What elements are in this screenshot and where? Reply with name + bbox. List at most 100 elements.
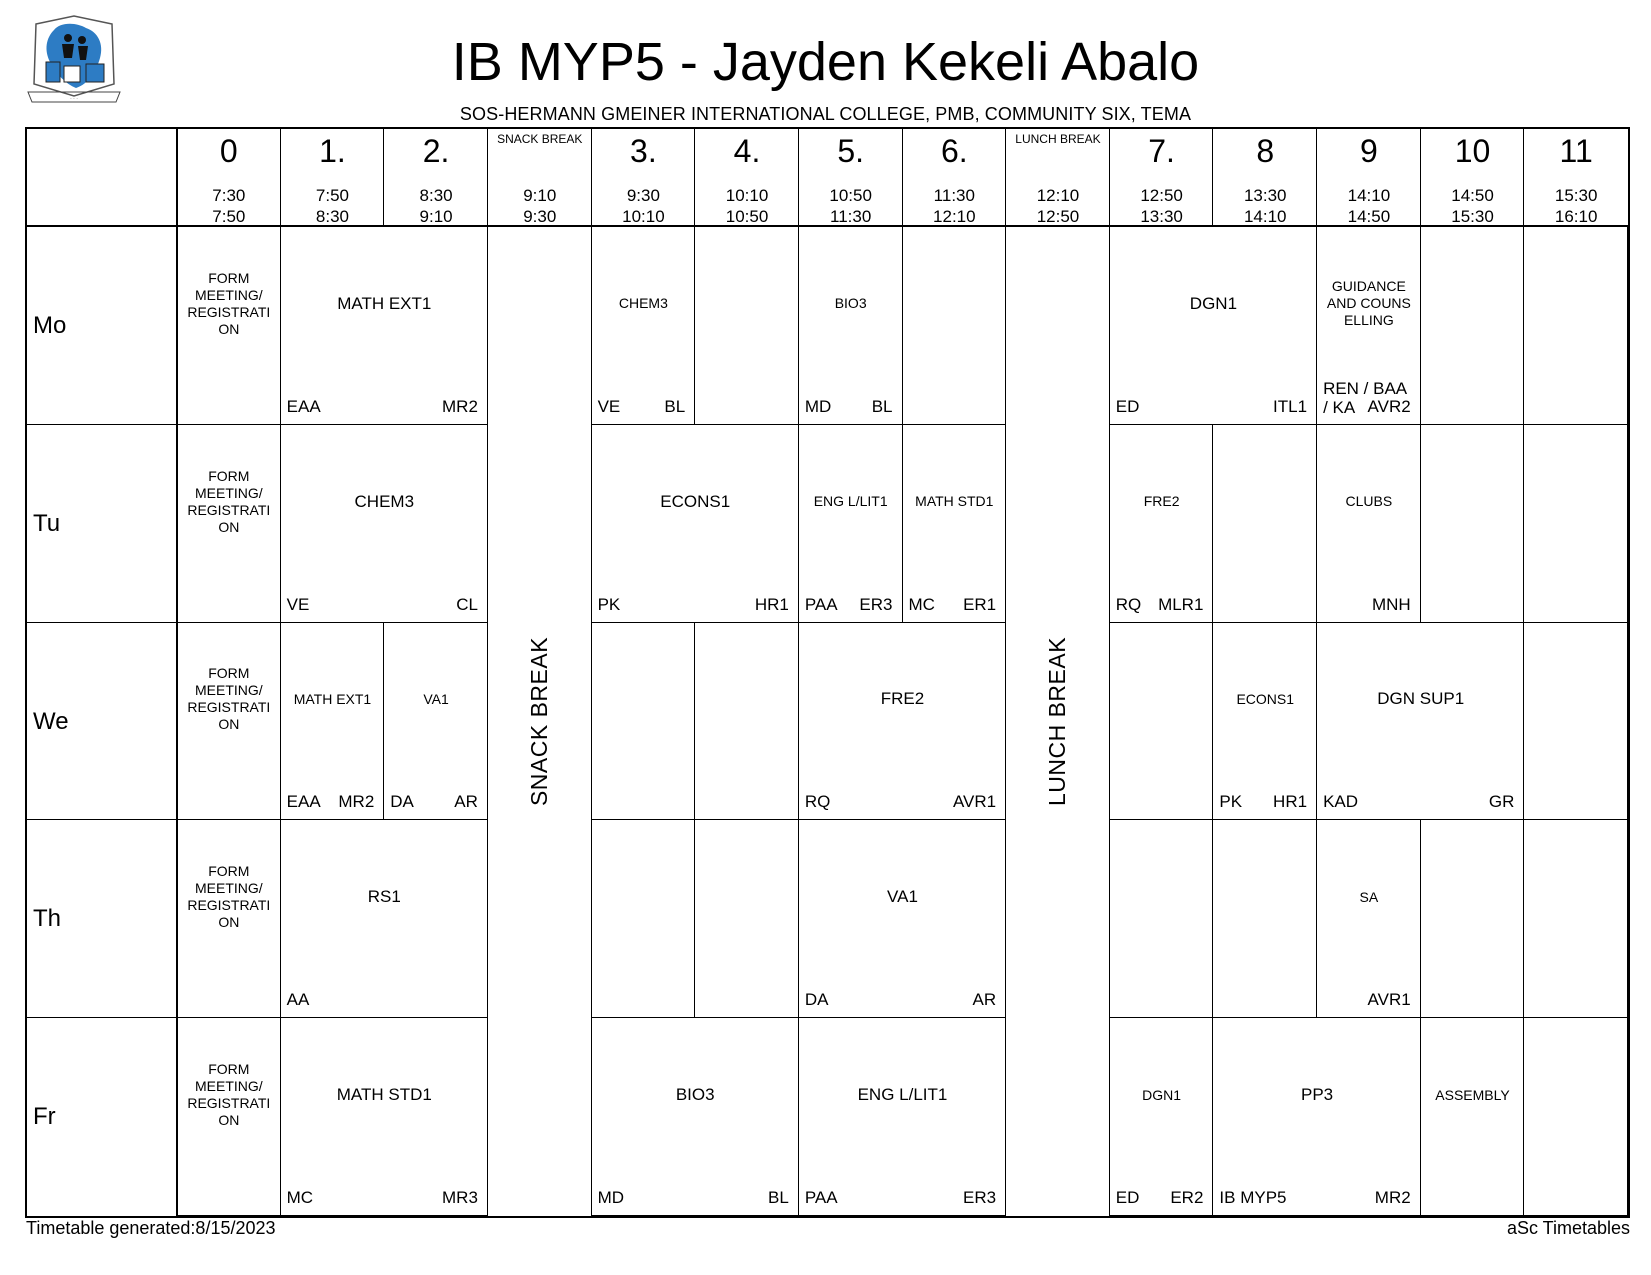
footer-generated: Timetable generated:8/15/2023 bbox=[26, 1218, 276, 1238]
lesson-room: HR1 bbox=[754, 594, 789, 614]
lesson-subject: ECONS1 bbox=[660, 491, 731, 511]
grid-line bbox=[695, 819, 799, 821]
grid-line bbox=[902, 621, 1007, 623]
grid-line bbox=[1419, 820, 1421, 1019]
grid-line bbox=[798, 1017, 1007, 1019]
grid-line bbox=[694, 227, 696, 425]
lesson-room: BL bbox=[871, 396, 893, 416]
period-start: 11:30 bbox=[933, 186, 975, 205]
grid-line bbox=[383, 129, 385, 225]
grid-line bbox=[798, 423, 903, 425]
lesson-room: AR bbox=[454, 792, 478, 812]
period-number: 10 bbox=[1454, 133, 1491, 169]
grid-line bbox=[1005, 424, 1007, 623]
grid-line bbox=[280, 423, 488, 425]
grid-line bbox=[1523, 129, 1525, 225]
lesson-subject: CHEM3 bbox=[618, 295, 668, 312]
lesson-teacher: MC bbox=[908, 594, 935, 614]
period-number: 4. bbox=[733, 133, 761, 169]
lesson-subject: MATH STD1 bbox=[915, 493, 994, 510]
grid-line bbox=[591, 819, 696, 821]
lesson-teacher: VE bbox=[286, 594, 310, 614]
lesson-room: ITL1 bbox=[1273, 396, 1308, 416]
lesson-subject: FRE2 bbox=[1143, 493, 1180, 510]
period-end: 14:50 bbox=[1347, 207, 1391, 226]
grid-line bbox=[1005, 129, 1007, 225]
grid-line bbox=[694, 622, 696, 821]
period-start: 8:30 bbox=[419, 186, 453, 205]
break-label: SNACK BREAK bbox=[526, 636, 553, 807]
grid-line bbox=[1213, 621, 1318, 623]
grid-line bbox=[591, 621, 799, 623]
break-header-label: SNACK BREAK bbox=[497, 132, 583, 146]
period-end: 8:30 bbox=[315, 207, 349, 226]
grid-line bbox=[486, 227, 488, 425]
grid-line bbox=[1419, 1018, 1421, 1216]
footer-brand: aSc Timetables bbox=[1506, 1218, 1630, 1238]
grid-line bbox=[1108, 227, 1110, 1216]
grid-line bbox=[902, 423, 1007, 425]
lesson-room: GR bbox=[1488, 792, 1515, 812]
grid-line bbox=[1109, 819, 1214, 821]
lesson-teacher: REN / BAA / KA bbox=[1323, 378, 1407, 417]
lesson-room: MR2 bbox=[1374, 1187, 1411, 1207]
lesson-teacher: RQ bbox=[804, 792, 831, 812]
grid-line bbox=[1419, 227, 1421, 425]
lesson-subject: VA1 bbox=[423, 690, 449, 707]
lesson-room: AVR2 bbox=[1367, 396, 1411, 416]
grid-line bbox=[1317, 819, 1525, 821]
grid-line bbox=[1523, 1018, 1525, 1216]
lesson-teacher: EAA bbox=[286, 396, 321, 416]
grid-line bbox=[27, 225, 1628, 227]
grid-line bbox=[798, 1215, 1007, 1216]
grid-line bbox=[1523, 227, 1525, 425]
lesson-subject: MATH STD1 bbox=[336, 1085, 432, 1105]
grid-line bbox=[591, 1215, 799, 1216]
break-label: LUNCH BREAK bbox=[1044, 636, 1071, 807]
grid-line bbox=[1316, 622, 1318, 821]
grid-line bbox=[1420, 1215, 1525, 1216]
grid-line bbox=[1524, 423, 1628, 425]
grid-line bbox=[279, 622, 281, 821]
page-title: IB MYP5 - Jayden Kekeli Abalo bbox=[451, 32, 1200, 92]
lesson-subject: DGN SUP1 bbox=[1377, 689, 1465, 709]
lesson-room: ER3 bbox=[859, 594, 893, 614]
lesson-teacher: PAA bbox=[804, 594, 838, 614]
grid-line bbox=[280, 621, 488, 623]
lesson-room: MR3 bbox=[442, 1187, 478, 1207]
lesson-room: BL bbox=[664, 396, 686, 416]
grid-line bbox=[1109, 1215, 1214, 1216]
grid-line bbox=[1627, 424, 1628, 623]
grid-line bbox=[177, 819, 281, 821]
grid-line bbox=[1212, 820, 1214, 1019]
lesson-teacher: PK bbox=[1219, 792, 1243, 812]
grid-line bbox=[1420, 1017, 1525, 1019]
grid-line bbox=[279, 820, 281, 1019]
lesson-room: AR bbox=[972, 990, 997, 1010]
grid-line bbox=[177, 423, 281, 425]
lesson-subject: BIO3 bbox=[675, 1085, 715, 1105]
lesson-teacher: ED bbox=[1115, 396, 1140, 416]
grid-line bbox=[694, 820, 696, 1019]
lesson-teacher: AA bbox=[286, 990, 310, 1010]
period-start: 14:50 bbox=[1451, 186, 1494, 205]
grid-line bbox=[1523, 820, 1525, 1019]
lesson-cell: FORM MEETING/ REGISTRATI ON bbox=[177, 623, 281, 821]
